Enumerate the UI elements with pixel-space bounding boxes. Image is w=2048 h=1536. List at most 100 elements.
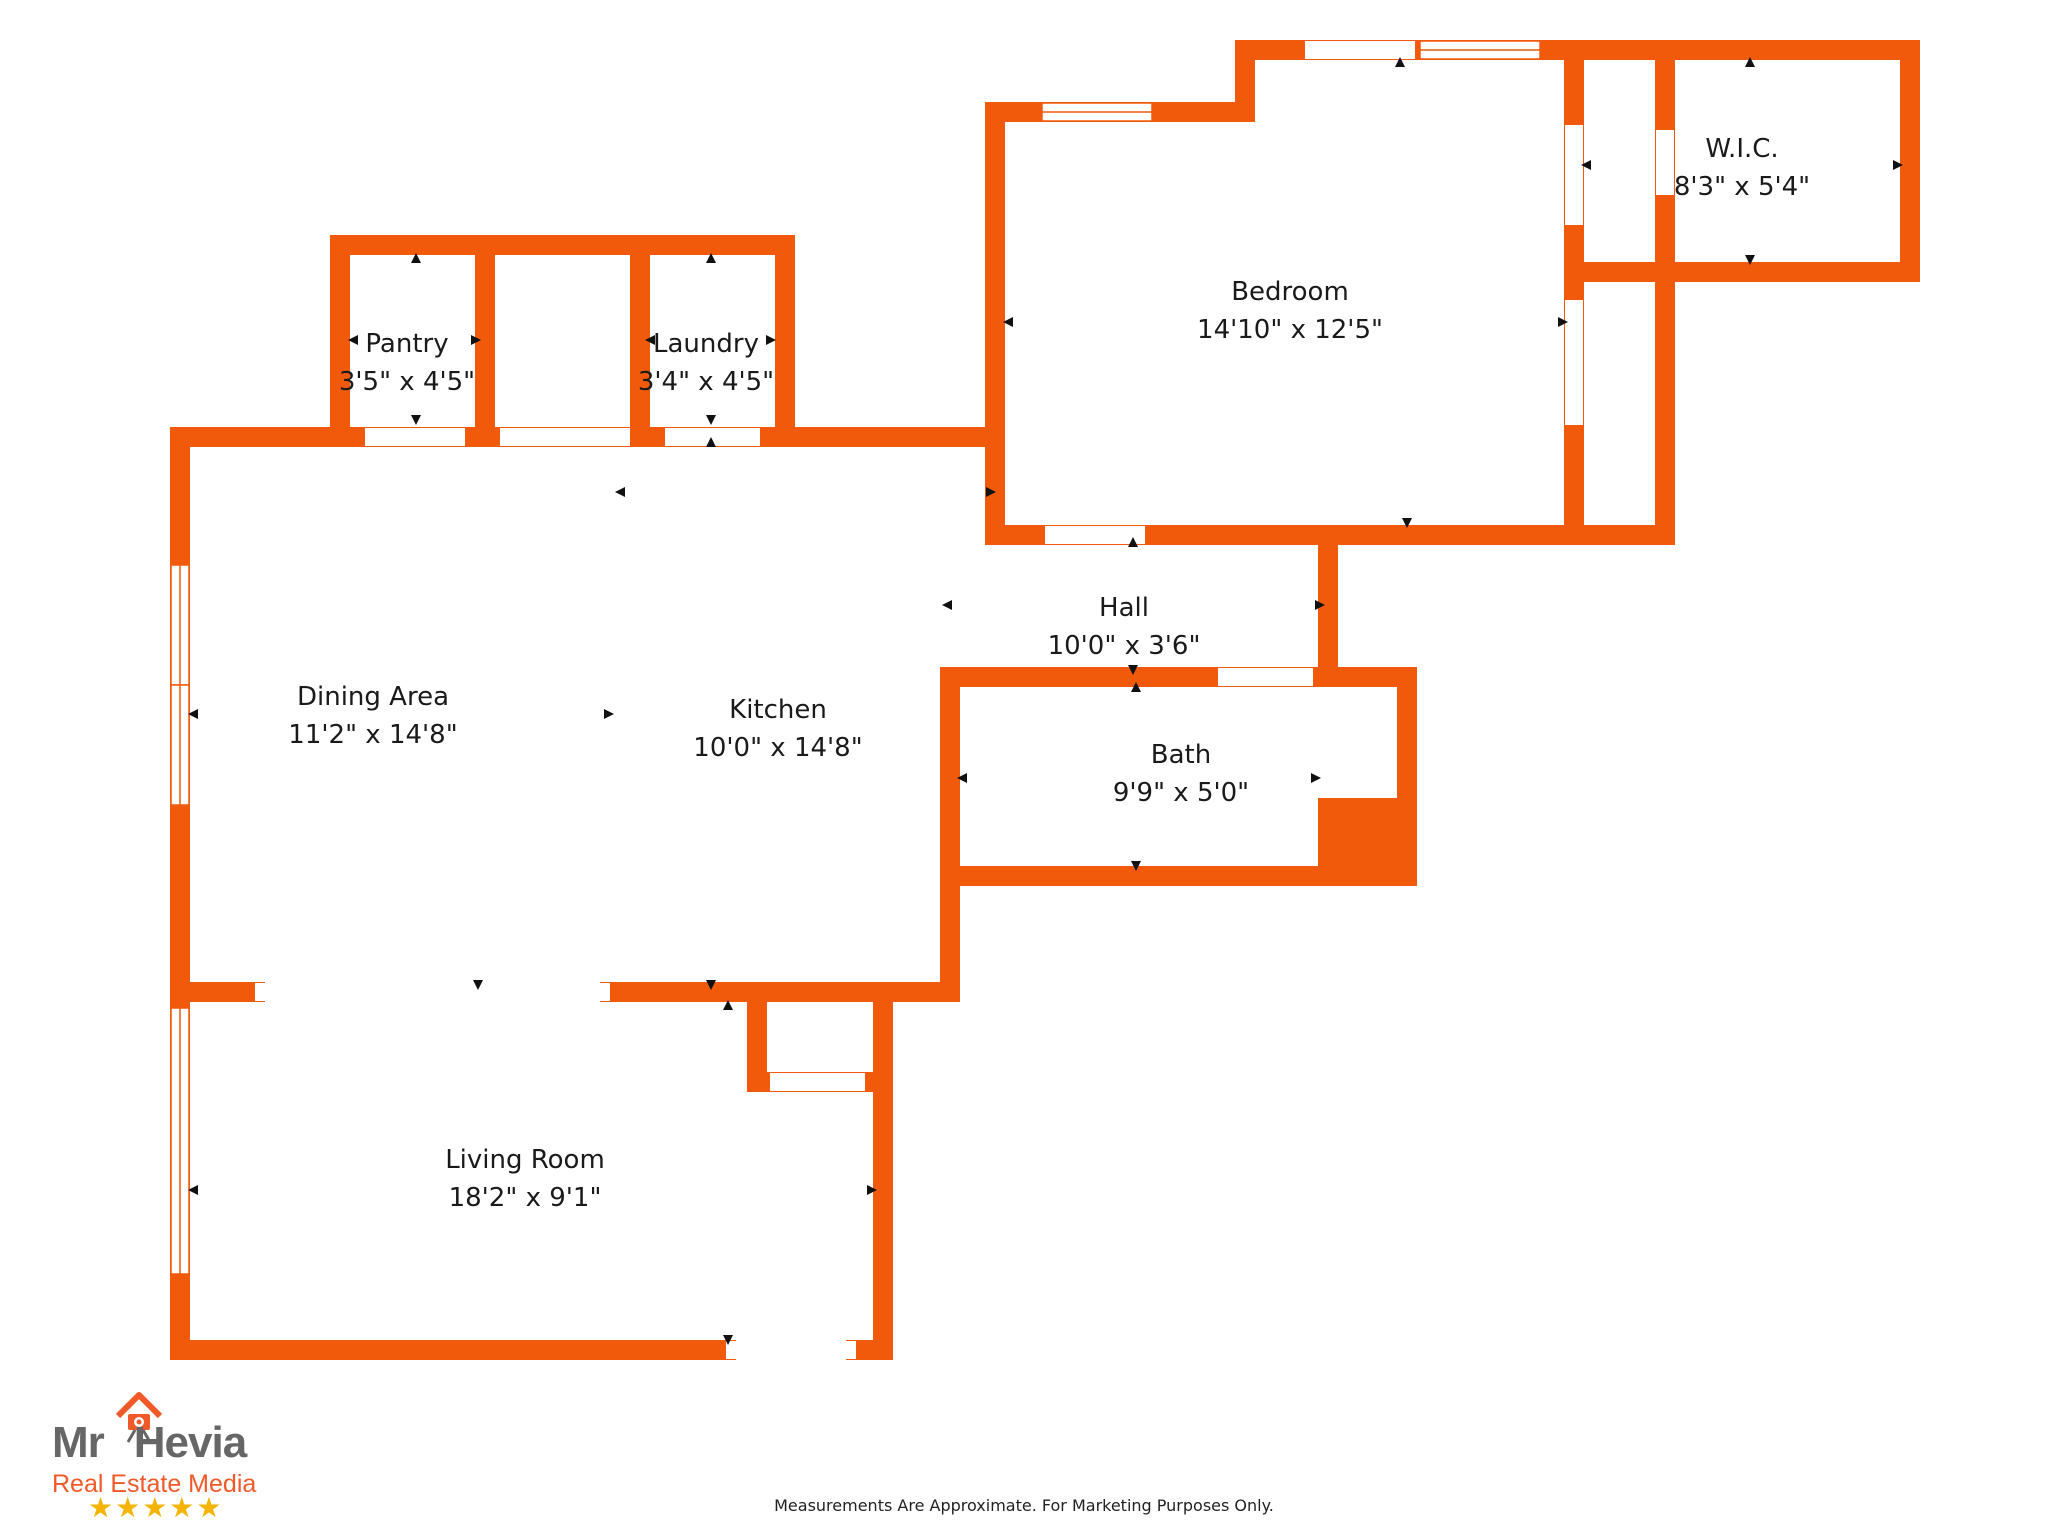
dimension-arrow [1745, 57, 1755, 67]
dimension-arrow [188, 1185, 198, 1195]
room-name: Living Room [445, 1145, 605, 1175]
room-dimensions: 3'4" x 4'5" [638, 367, 774, 397]
dimension-arrow [723, 1000, 733, 1010]
dimension-arrow [867, 1185, 877, 1195]
wall-segment [940, 667, 1417, 687]
door-opening [1565, 300, 1583, 425]
door-opening [500, 428, 630, 446]
room-name: Pantry [365, 329, 448, 359]
wall-segment [940, 866, 1417, 886]
room-label-bedroom: Bedroom 14'10" x 12'5" [1197, 277, 1383, 345]
dimension-arrow [411, 253, 421, 263]
wall-segment [873, 985, 893, 1360]
dimension-arrow [1745, 255, 1755, 265]
wall-segment [940, 667, 960, 1002]
room-name: Bath [1151, 740, 1211, 770]
wall-segment [1900, 40, 1920, 282]
logo-word-mr: Mr [52, 1418, 105, 1467]
dimension-arrow [706, 980, 716, 990]
dimension-arrow [1003, 317, 1013, 327]
room-label-laundry: Laundry 3'4" x 4'5" [638, 329, 774, 397]
wall-segment [1235, 40, 1255, 122]
logo-word-hevia: Hevia [133, 1418, 247, 1467]
dimension-arrow [1558, 317, 1568, 327]
room-dimensions: 11'2" x 14'8" [288, 720, 457, 750]
door-opening [1218, 668, 1313, 686]
dimension-arrow [188, 709, 198, 719]
wall-segment [170, 427, 350, 447]
room-label-dining: Dining Area 11'2" x 14'8" [288, 682, 457, 750]
dimension-arrow [1131, 682, 1141, 692]
dimension-arrow [766, 335, 776, 345]
dimension-arrow [723, 1335, 733, 1345]
room-label-bath: Bath 9'9" x 5'0" [1113, 740, 1249, 808]
room-name: Bedroom [1231, 277, 1349, 307]
room-dimensions: 18'2" x 9'1" [449, 1183, 602, 1213]
room-dimensions: 3'5" x 4'5" [339, 367, 475, 397]
door-opening [1656, 130, 1674, 195]
windows [170, 40, 1541, 1275]
dimension-arrow [942, 600, 952, 610]
house-camera-icon [115, 1392, 163, 1443]
room-dimensions: 10'0" x 14'8" [693, 733, 862, 763]
room-label-wic: W.I.C. 8'3" x 5'4" [1674, 134, 1810, 202]
door-opening [1045, 526, 1145, 544]
logo-tagline: Real Estate Media [52, 1470, 257, 1498]
door-opening [665, 428, 760, 446]
wall-segment [1318, 540, 1338, 687]
wall-segment [1564, 40, 1584, 545]
bath-wall-block [1318, 798, 1417, 886]
door-opening [365, 428, 465, 446]
dimension-arrow [348, 335, 358, 345]
wall-segment [775, 235, 795, 447]
dimension-arrow [473, 980, 483, 990]
room-dimensions: 10'0" x 3'6" [1048, 631, 1201, 661]
dimension-arrow [1893, 160, 1903, 170]
dimension-arrow [1395, 57, 1405, 67]
dimension-arrow [615, 487, 625, 497]
wall-openings [255, 41, 1674, 1359]
dimension-arrow [1128, 537, 1138, 547]
dimension-arrow [1581, 160, 1591, 170]
wall-segment [1564, 262, 1920, 282]
wall-segment [985, 525, 1675, 545]
wall-segment [475, 235, 495, 447]
dimension-arrow [471, 335, 481, 345]
room-label-pantry: Pantry 3'5" x 4'5" [339, 329, 475, 397]
room-name: W.I.C. [1705, 134, 1778, 164]
dimension-arrow [1402, 518, 1412, 528]
dimension-arrow [706, 415, 716, 425]
dimension-arrow [604, 709, 614, 719]
wall-segment [330, 235, 350, 447]
room-name: Laundry [653, 329, 759, 359]
wall-segment [630, 235, 650, 447]
room-dimensions: 14'10" x 12'5" [1197, 315, 1383, 345]
room-label-kitchen: Kitchen 10'0" x 14'8" [693, 695, 862, 763]
wall-segment [747, 982, 767, 1092]
dimension-arrow [411, 415, 421, 425]
logo-wordmark: Mr Hevia [52, 1418, 247, 1468]
dimension-arrow [957, 773, 967, 783]
wall-segment [170, 982, 265, 1002]
wall-segment [775, 427, 1005, 447]
dimension-arrow [706, 437, 716, 447]
door-opening [726, 1341, 856, 1359]
wall-segment [985, 102, 1005, 545]
room-dimensions: 8'3" x 5'4" [1674, 172, 1810, 202]
wall-segment [330, 235, 795, 255]
dimension-arrow [1311, 773, 1321, 783]
room-name: Kitchen [729, 695, 827, 725]
dimension-arrow [1315, 600, 1325, 610]
door-opening [1318, 688, 1336, 798]
room-label-hall: Hall 10'0" x 3'6" [1048, 593, 1201, 661]
door-opening [1305, 41, 1415, 59]
door-opening [255, 983, 610, 1001]
dimension-arrow [1128, 665, 1138, 675]
door-opening [1565, 125, 1583, 225]
dimension-arrow [986, 487, 996, 497]
disclaimer: Measurements Are Approximate. For Market… [774, 1496, 1274, 1515]
dimension-arrow [706, 253, 716, 263]
door-opening [770, 1073, 865, 1091]
